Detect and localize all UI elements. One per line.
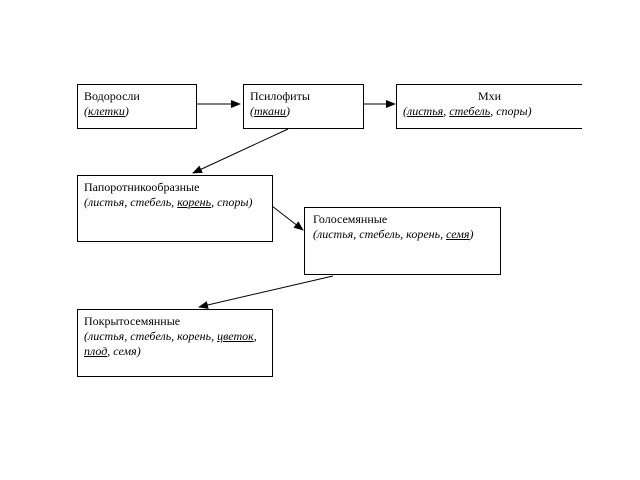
detail-text: , споры) — [490, 104, 532, 118]
detail-term-underlined: стебель — [449, 104, 491, 118]
node-angiosperms: Покрытосемянные (листья, стебель, корень… — [77, 309, 273, 377]
detail-text: ) — [469, 227, 474, 241]
node-title: Голосемянные — [313, 212, 388, 226]
detail-term-underlined: корень — [177, 195, 212, 209]
node-title: Мхи — [477, 89, 502, 103]
detail-term-underlined: листья — [407, 104, 444, 118]
arrow-psilophytes-to-ferns — [192, 128, 289, 174]
detail-text: ( — [84, 104, 88, 118]
node-title: Водоросли — [84, 89, 140, 103]
detail-term-underlined: семя — [446, 227, 470, 241]
detail-term-underlined: плод — [84, 344, 108, 358]
node-detail: (листья, стебель, споры) — [403, 104, 576, 119]
detail-text: , семя) — [107, 344, 141, 358]
node-mosses: Мхи (листья, стебель, споры) — [396, 84, 582, 129]
detail-term-underlined: ткани — [254, 104, 286, 118]
node-algae: Водоросли (клетки) — [77, 84, 197, 129]
detail-text: ( — [250, 104, 254, 118]
detail-text: , споры) — [211, 195, 253, 209]
detail-text: ( — [403, 104, 407, 118]
node-ferns: Папоротникообразные (листья, стебель, ко… — [77, 175, 273, 242]
detail-text: ) — [285, 104, 290, 118]
detail-text: , — [253, 329, 257, 343]
node-title: Псилофиты — [250, 89, 310, 103]
node-psilophytes: Псилофиты (ткани) — [243, 84, 364, 129]
arrow-gymnosperms-to-angiosperms — [198, 275, 334, 309]
node-title: Папоротникообразные — [84, 180, 200, 194]
detail-text: (листья, стебель, корень, — [313, 227, 447, 241]
detail-text: , — [443, 104, 450, 118]
detail-term-underlined: клетки — [88, 104, 125, 118]
detail-text: (листья, стебель, корень, — [84, 329, 218, 343]
node-detail: (листья, стебель, корень, цветок, плод, … — [84, 329, 266, 359]
detail-term-underlined: цветок — [217, 329, 254, 343]
node-detail: (листья, стебель, корень, семя) — [313, 227, 494, 242]
arrow-ferns-to-gymnosperms — [271, 205, 304, 231]
node-title: Покрытосемянные — [84, 314, 181, 328]
node-detail: (ткани) — [250, 104, 357, 119]
node-detail: (клетки) — [84, 104, 190, 119]
detail-text: (листья, стебель, — [84, 195, 178, 209]
node-gymnosperms: Голосемянные (листья, стебель, корень, с… — [304, 207, 501, 275]
detail-text: ) — [124, 104, 129, 118]
node-detail: (листья, стебель, корень, споры) — [84, 195, 266, 210]
